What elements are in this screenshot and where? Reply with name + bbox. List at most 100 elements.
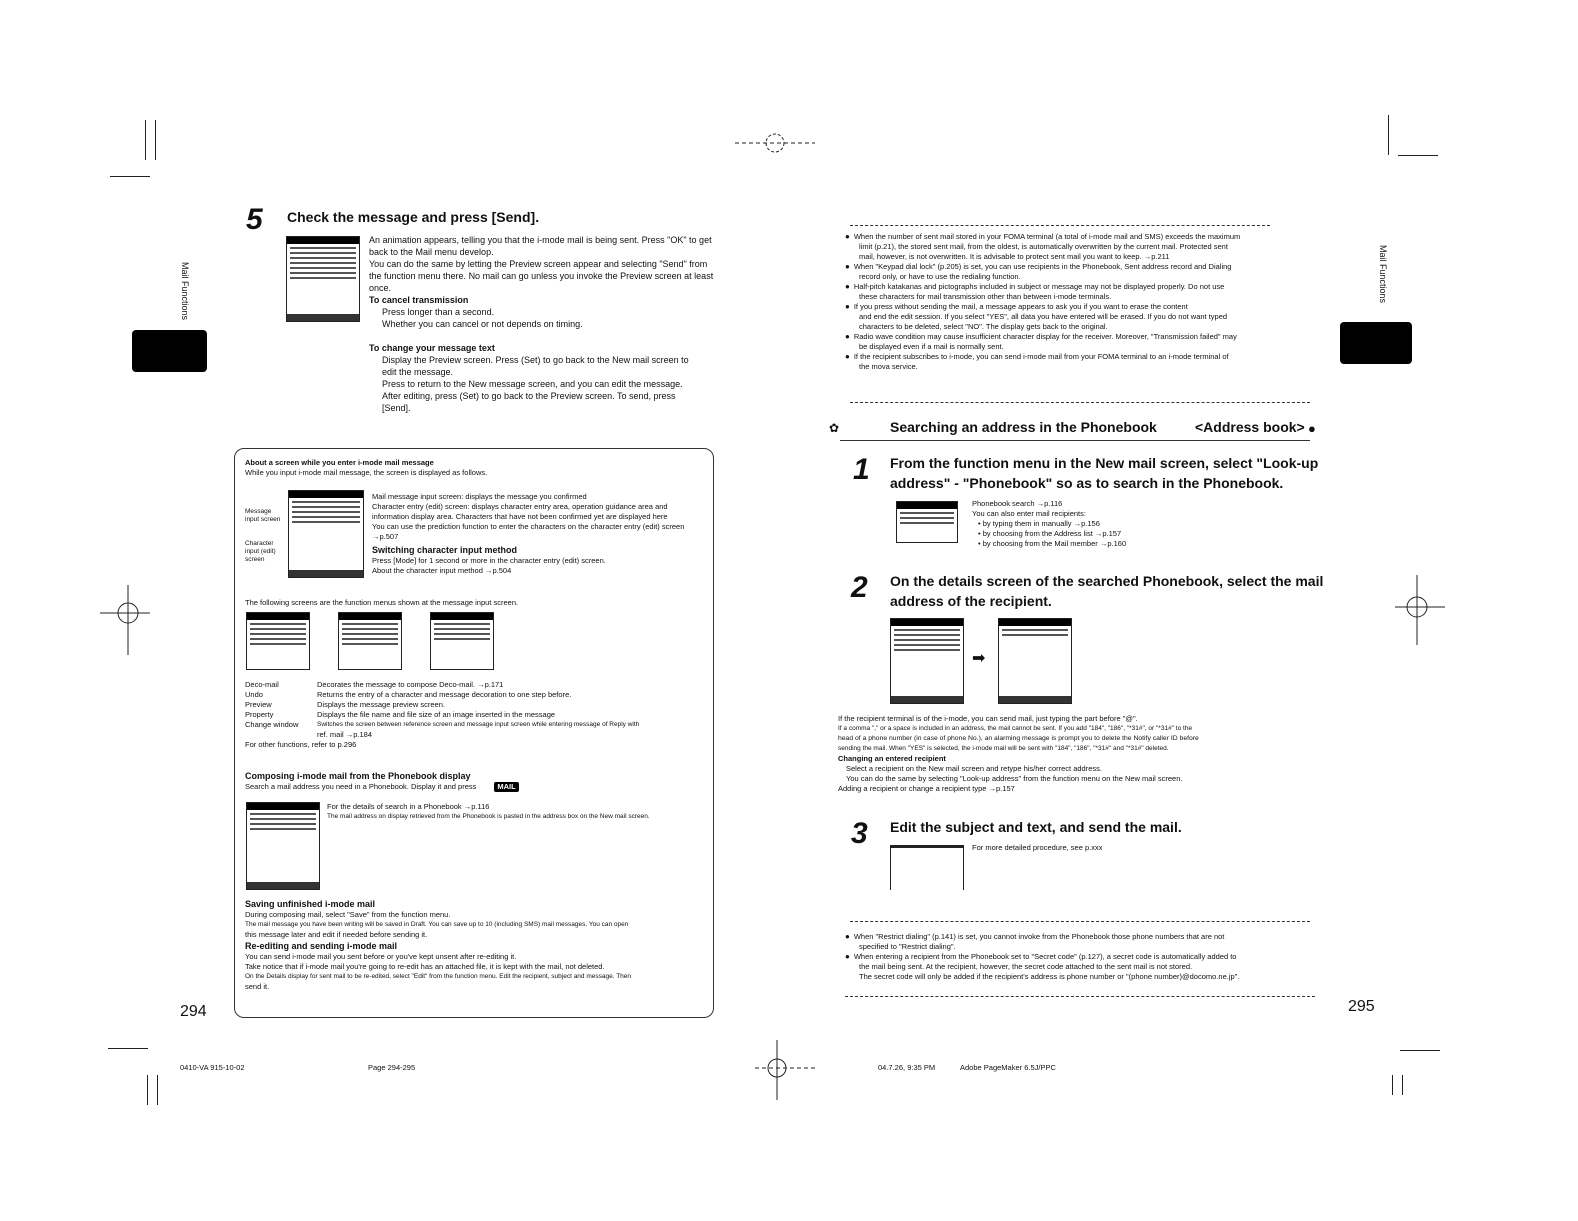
registration-mark [100, 585, 150, 655]
function-name: Deco-mail [245, 680, 279, 689]
step2-body: If the recipient terminal is of the i-mo… [838, 714, 1199, 794]
page-number: 294 [180, 1003, 207, 1020]
chapter-tab [132, 330, 207, 372]
change-line: Select a recipient on the New mail scree… [846, 764, 1102, 773]
body-line: the function menu there. No mail can go … [369, 271, 714, 281]
crop-mark [110, 176, 150, 177]
function-desc: Displays the file name and file size of … [317, 710, 556, 719]
note-line: characters to be deleted, select "NO". T… [859, 322, 1108, 331]
section-rule [840, 440, 1310, 441]
step3-note: For more detailed procedure, see p.xxx [972, 843, 1103, 852]
body-line: back to the Mail menu develop. [369, 247, 494, 257]
function-name: Change window [245, 720, 299, 729]
footer-page: Page 294-295 [368, 1063, 416, 1072]
note-line: record only, or have to use the redialin… [859, 272, 1021, 281]
body-line: once. [369, 283, 392, 293]
step-title: Edit the subject and text, and send the … [890, 819, 1182, 835]
footer-code: 0410-VA 915-10-02 [180, 1063, 245, 1072]
note-line: Half-pitch katakanas and pictographs inc… [845, 282, 1315, 292]
bullet-text: by choosing from the Address list →p.157 [982, 529, 1122, 538]
function-row: Undo Returns the entry of a character an… [245, 690, 639, 700]
mail-key-icon: MAIL [494, 782, 519, 792]
step5-body: An animation appears, telling you that t… [369, 234, 713, 414]
page-number: 295 [1348, 998, 1375, 1015]
note-line: Radio wave condition may cause insuffici… [845, 332, 1315, 342]
phone-screen-image [246, 802, 320, 890]
section-tag: <Address book> [1195, 419, 1305, 435]
phone-screen-image [246, 612, 310, 670]
section-bullet-icon: ✿ [829, 421, 840, 435]
function-row: Property Displays the file name and file… [245, 710, 639, 720]
reedit-heading: Re-editing and sending i-mode mail [245, 941, 398, 951]
body-line: head of a phone number (in case of phone… [838, 735, 1199, 742]
compose-desc: For the details of search in a Phonebook… [327, 802, 650, 822]
footer-date: 04.7.26, 9:35 PM [878, 1063, 936, 1072]
note-line: When "Keypad dial lock" (p.205) is set, … [845, 262, 1315, 272]
crop-mark [1392, 1075, 1393, 1095]
cancel-line: Press longer than a second. [382, 307, 495, 317]
function-name: Undo [245, 690, 263, 699]
note-line: If the recipient subscribes to i-mode, y… [845, 352, 1315, 362]
body-line: You can also enter mail recipients: [972, 509, 1086, 518]
section-end-icon: ● [1308, 421, 1316, 436]
note-line: be displayed even if a mail is normally … [859, 342, 1004, 351]
change-line: Display the Preview screen. Press (Set) … [382, 355, 689, 365]
crop-mark [147, 1075, 148, 1105]
compose-desc-line: The mail address on display retrieved fr… [327, 813, 650, 820]
body-line: An animation appears, telling you that t… [369, 235, 712, 245]
function-row: Deco-mail Decorates the message to compo… [245, 680, 639, 690]
registration-mark [735, 133, 815, 153]
change-line: [Send]. [382, 403, 411, 413]
cancel-heading: To cancel transmission [369, 295, 469, 305]
note-separator [850, 225, 1270, 226]
note-separator [850, 921, 1310, 922]
reedit-line: You can send i-mode mail you sent before… [245, 952, 517, 961]
phone-screen-image [998, 618, 1072, 704]
box-title: About a screen while you enter i-mode ma… [245, 458, 434, 467]
change-line: edit the message. [382, 367, 454, 377]
change-line: Adding a recipient or change a recipient… [838, 784, 1015, 793]
phone-screen-image [890, 845, 964, 890]
box-intro: While you input i-mode mail message, the… [245, 468, 488, 477]
crop-mark [1398, 155, 1438, 156]
bullet-item: • by typing them in manually →p.156 [978, 519, 1100, 528]
function-desc: Decorates the message to compose Deco-ma… [317, 680, 504, 689]
desc-line: You can use the prediction function to e… [372, 522, 685, 531]
note-line: limit (p.21), the stored sent mail, from… [859, 242, 1228, 251]
step-title: From the function menu in the New mail s… [890, 455, 1319, 471]
note-line: mail, however, is not overwritten. It is… [859, 252, 1170, 261]
crop-mark [1402, 1075, 1403, 1095]
change-line: After editing, press (Set) to go back to… [382, 391, 676, 401]
phone-screen-image [338, 612, 402, 670]
notes-bottom: When "Restrict dialing" (p.141) is set, … [845, 932, 1315, 982]
body-line: sending the mail. When "YES" is selected… [838, 745, 1169, 752]
arrow-right-icon: ➡ [972, 650, 986, 667]
crop-mark [1388, 115, 1389, 155]
function-desc: Switches the screen between reference sc… [317, 721, 640, 728]
step-title: address of the recipient. [890, 593, 1052, 609]
switch-line: About the character input method →p.504 [372, 566, 512, 575]
step-title: Check the message and press [Send]. [287, 209, 540, 225]
crop-mark [1400, 1050, 1440, 1051]
phone-screen-image [286, 236, 360, 322]
step-number: 5 [246, 203, 263, 236]
compose-heading: Composing i-mode mail from the Phonebook… [245, 771, 471, 781]
function-row: Change window Switches the screen betwee… [245, 720, 639, 730]
switch-line: Press [Mode] for 1 second or more in the… [372, 556, 606, 565]
phone-screen-image [890, 618, 964, 704]
compose-line: Search a mail address you need in a Phon… [245, 782, 477, 791]
save-section: Saving unfinished i-mode mail During com… [245, 898, 631, 992]
registration-mark [1395, 575, 1445, 645]
function-desc: Displays the message preview screen. [317, 700, 445, 709]
note-separator [850, 402, 1310, 403]
screen-label: Character input (edit) screen [245, 540, 276, 563]
note-line: and end the edit session. If you select … [859, 312, 1228, 321]
body-line: You can do the same by letting the Previ… [369, 259, 708, 269]
save-line: this message later and edit if needed be… [245, 930, 428, 939]
save-line: During composing mail, select "Save" fro… [245, 910, 451, 919]
change-heading: To change your message text [369, 343, 495, 353]
note-line: When the number of sent mail stored in y… [845, 232, 1315, 242]
function-tail: ref. mail →p.184 [317, 730, 373, 739]
step-title: On the details screen of the searched Ph… [890, 573, 1324, 589]
screen-label: Message input screen [245, 508, 281, 523]
